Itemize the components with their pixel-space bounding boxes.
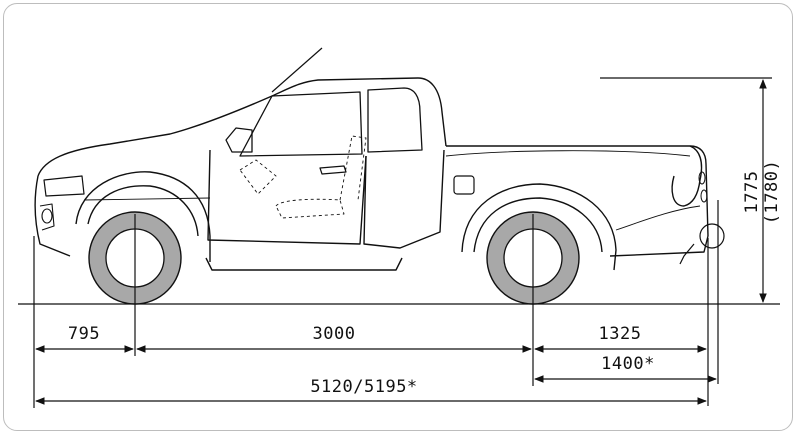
overall-length-label: 5120/5195* (310, 377, 417, 397)
wheelbase-label: 3000 (313, 324, 356, 344)
front-overhang-label: 795 (68, 324, 100, 344)
dimension-arrows (35, 79, 767, 405)
rear-overhang-alt-label: 1400* (601, 354, 655, 374)
height-label: 1775 (742, 171, 762, 214)
pickup-truck-illustration (34, 47, 725, 271)
height-alt-label: (1780) (762, 160, 782, 224)
rear-overhang-label: 1325 (599, 324, 642, 344)
